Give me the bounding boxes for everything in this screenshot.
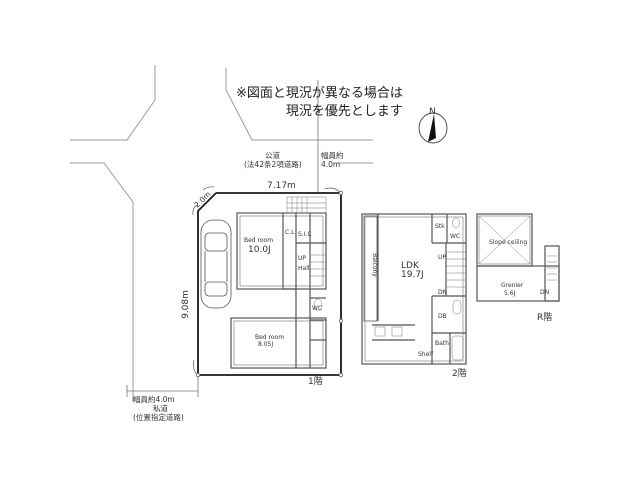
bedroom2-name: Bed room	[255, 334, 285, 341]
site-boundary	[197, 192, 342, 376]
ldk-area: 19.7J	[401, 270, 424, 280]
closet-label: C.L	[285, 229, 295, 236]
bath-label: Bath	[435, 340, 449, 347]
entrance-tile	[286, 196, 327, 214]
car-icon	[200, 219, 232, 309]
dn-r-label: DN	[540, 289, 550, 296]
floor2-stairs	[374, 217, 466, 361]
floor2-label: 2階	[452, 369, 467, 379]
floor2-walls	[361, 213, 467, 365]
site-depth: 9.08m	[180, 290, 191, 319]
shelf-label: Shelf	[418, 351, 434, 358]
roof-floor-stairs	[547, 255, 557, 281]
stk-label: Stk	[435, 223, 445, 230]
floor1-stairs	[310, 254, 326, 312]
roof-floor-walls	[476, 213, 560, 302]
north-arrow-icon	[418, 112, 448, 144]
grenier-name: Grenier	[501, 282, 524, 289]
site-frontage: 7.17m	[267, 181, 296, 191]
notice-line-2: 現況を優先とします	[285, 104, 403, 119]
private-road-width: 幅員約4.0m	[133, 395, 175, 404]
wc1-label: WC	[312, 305, 323, 312]
sic-label: S.I.C	[298, 231, 312, 238]
hall-label: Hall	[298, 265, 310, 272]
ldk-name: LDK	[401, 261, 419, 271]
private-road-type: (位置指定道路)	[133, 413, 184, 422]
road-outlines	[70, 65, 373, 402]
wc2-label: WC	[450, 233, 461, 240]
dn2-label: DN	[438, 289, 448, 296]
compass-label: N	[429, 107, 436, 117]
public-road-type: (法42条2項道路)	[244, 160, 302, 169]
db-label: DB	[438, 313, 447, 320]
roof-floor-label: R階	[537, 313, 553, 323]
public-road-width-value: 4.0m	[321, 160, 341, 169]
bedroom1-name: Bed room	[244, 237, 274, 244]
bedroom2-area: 8.05J	[258, 341, 274, 348]
grenier-area: 5.6J	[504, 290, 516, 297]
slope-ceiling-label: Slope ceiling	[489, 239, 528, 246]
private-road-name: 私道	[153, 404, 168, 413]
up-label: UP	[298, 255, 307, 262]
road-dimension	[126, 80, 319, 397]
public-road-width-label: 幅員約	[321, 151, 344, 160]
notice-text: ※図面と現況が異なる場合は 現況を優先とします	[236, 85, 403, 121]
floor1-walls	[230, 212, 327, 369]
notice-line-1: ※図面と現況が異なる場合は	[236, 86, 403, 101]
public-road-name: 公道	[265, 151, 280, 160]
up2-label: UP	[438, 254, 447, 261]
floor1-label: 1階	[308, 377, 323, 387]
balcony-label: Balcony	[370, 253, 378, 277]
bedroom1-area: 10.0J	[248, 245, 271, 255]
